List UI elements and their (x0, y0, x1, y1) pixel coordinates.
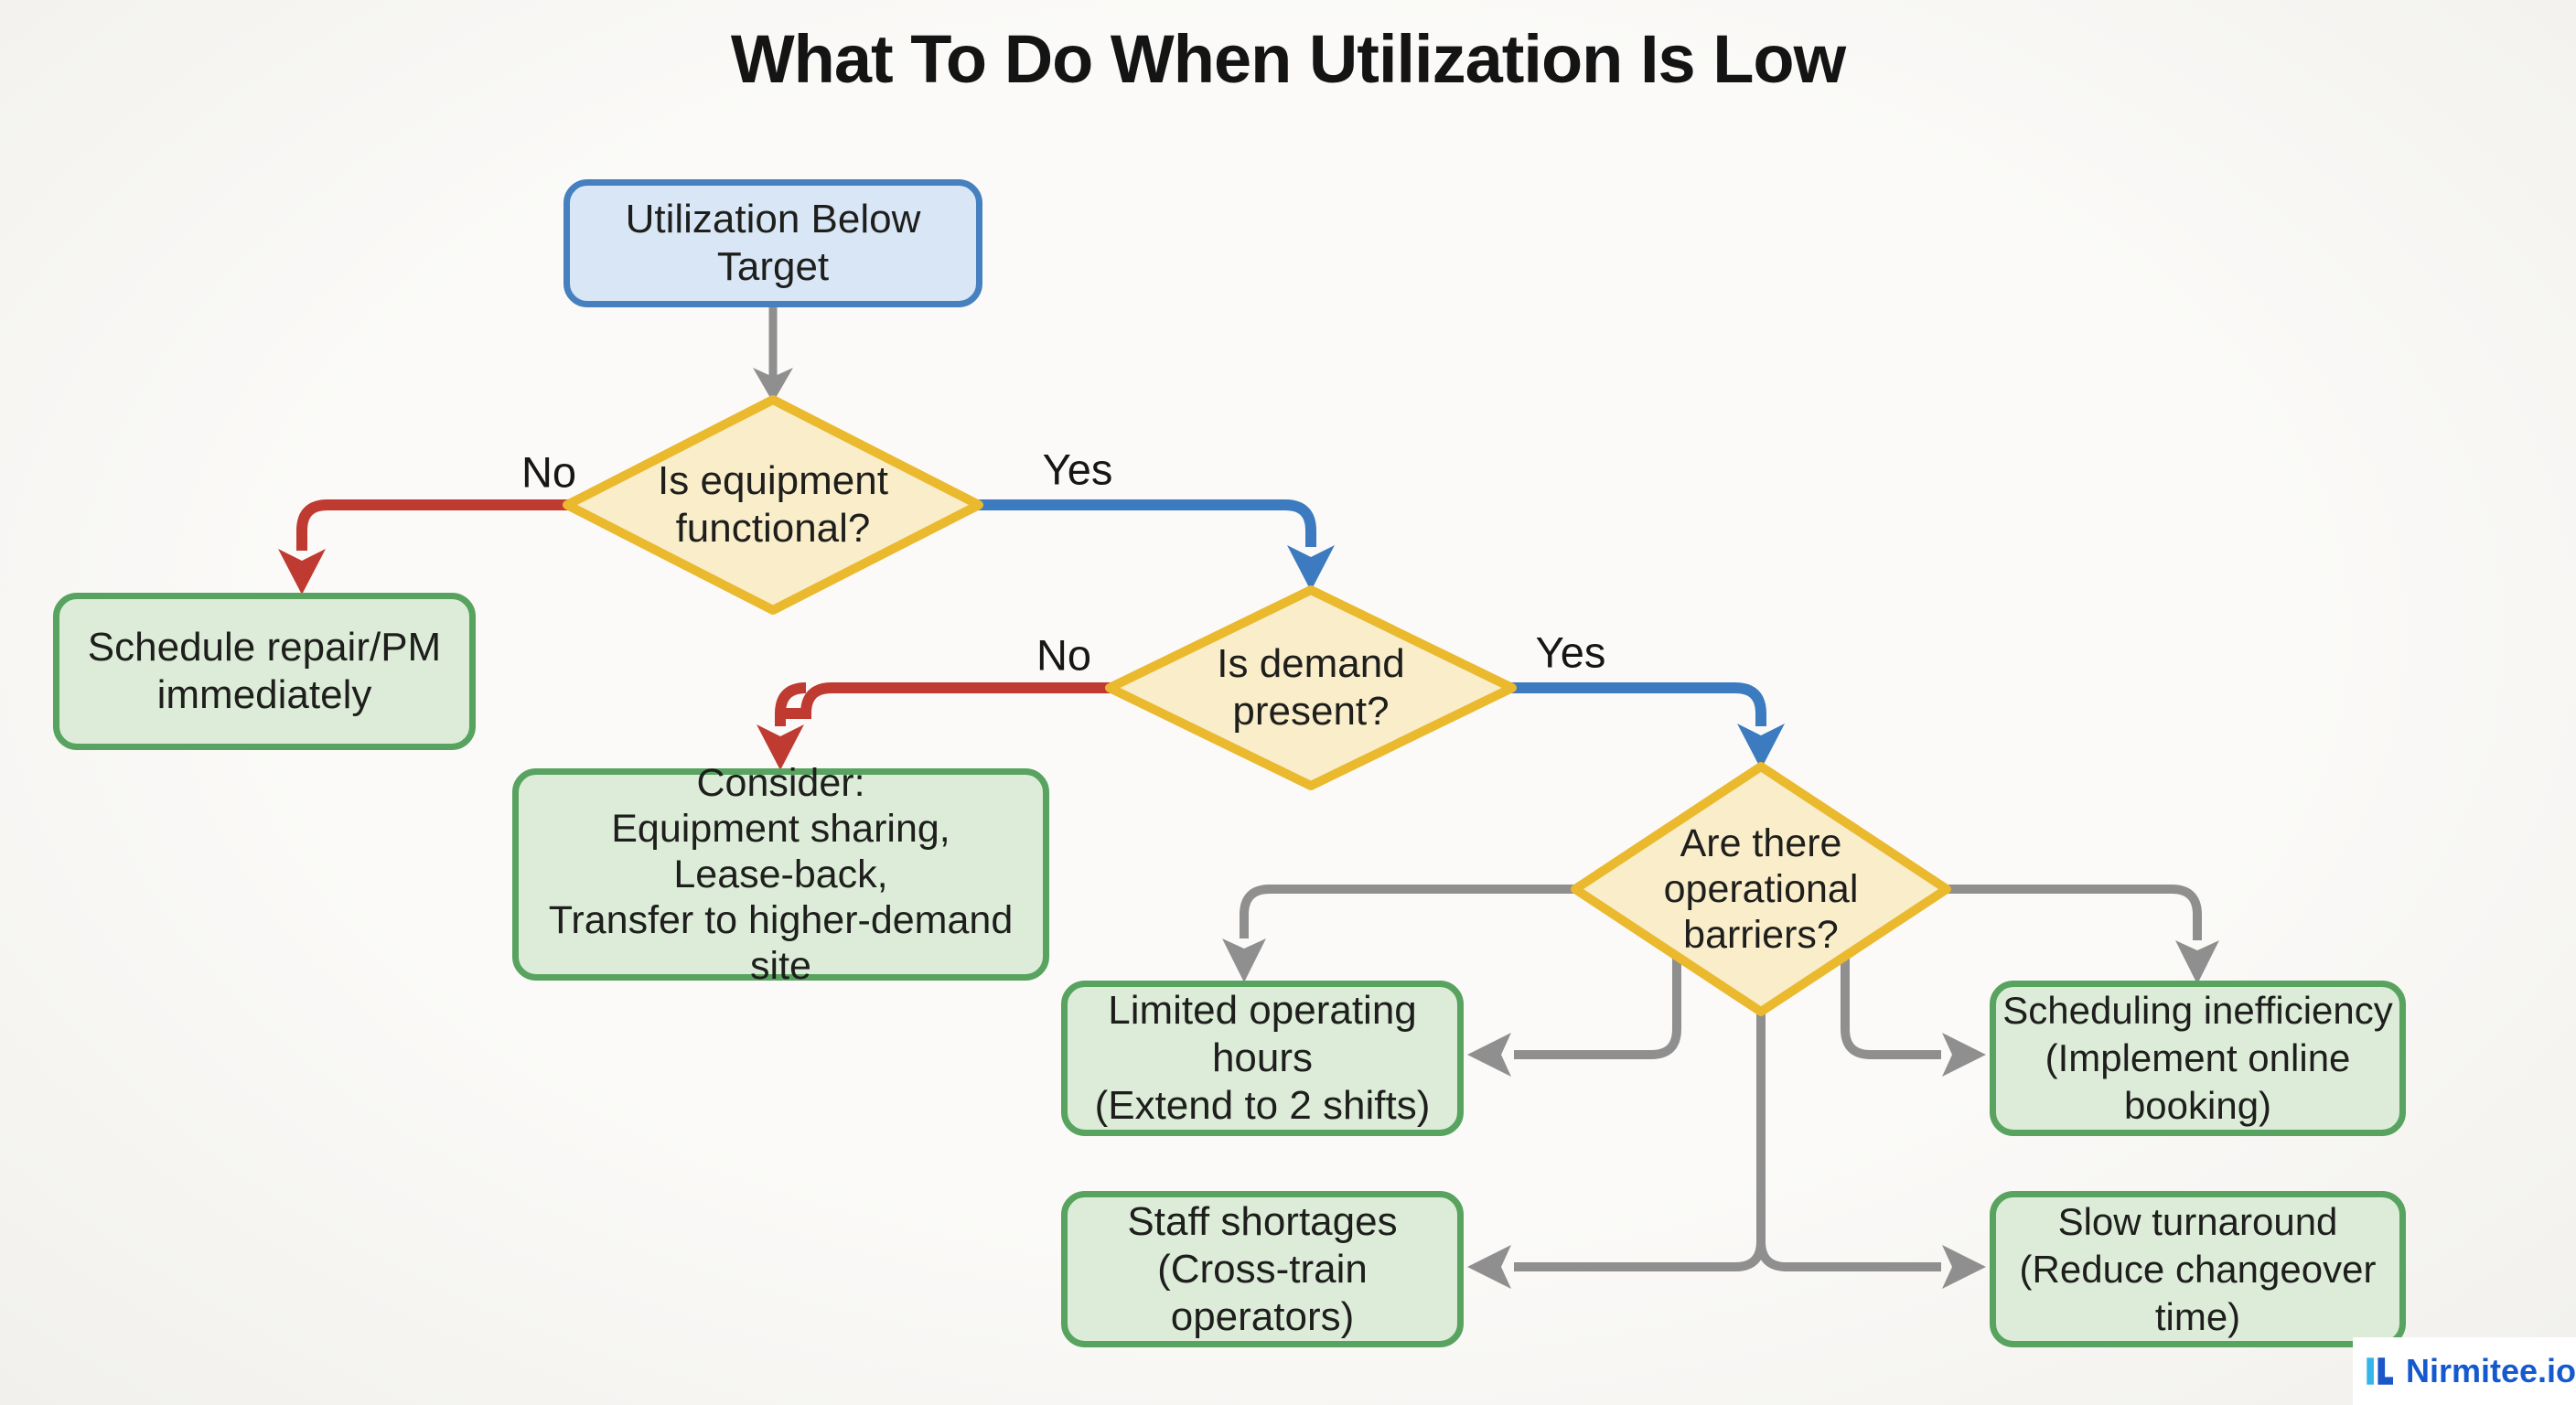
edge-label-decision1-no: No (521, 447, 577, 497)
action-scheduling-line2: (Implement online booking) (2045, 1036, 2351, 1127)
decision2-line2: present? (1232, 689, 1390, 734)
action-consider-line2: Equipment sharing, (611, 807, 950, 851)
decision3-diamond (1571, 762, 1951, 1016)
decision3-branch-turnaround (1756, 1153, 1941, 1271)
edge-label-decision2-no: No (1036, 630, 1092, 680)
decision3-branch-hours-side-arrowhead (1467, 1033, 1511, 1077)
decision1-diamond (563, 395, 983, 615)
decision3-branch-turnaround-arrowhead (1942, 1245, 1986, 1289)
action-turnaround-line2: (Reduce changeover time) (2019, 1247, 2377, 1338)
decision2-no-arrow (774, 682, 1111, 726)
edge-label-decision2-yes: Yes (1535, 627, 1606, 677)
action-consider-line1: Consider: (696, 761, 865, 805)
start-node-label: Utilization Below Target (625, 197, 921, 289)
decision3-branch-staff-arrowhead (1467, 1245, 1511, 1289)
action-limited-hours-line1: Limited operating hours (1108, 988, 1417, 1080)
nirmitee-logo-icon (2367, 1357, 2394, 1385)
decision2-text: Is demand present? (1110, 590, 1512, 786)
decision2-diamond (1105, 585, 1517, 790)
start-node: Utilization Below Target (564, 179, 982, 307)
action-slow-turnaround: Slow turnaround (Reduce changeover time) (1990, 1191, 2406, 1347)
branding-name: Nirmitee.io (2405, 1352, 2576, 1389)
action-scheduling-line1: Scheduling inefficiency (2002, 989, 2393, 1032)
action-limited-hours: Limited operating hours (Extend to 2 shi… (1061, 981, 1464, 1136)
action-scheduling-inefficiency: Scheduling inefficiency (Implement onlin… (1990, 981, 2406, 1136)
action-schedule-repair-line2: immediately (156, 672, 372, 717)
decision2-yes-arrowhead (1737, 724, 1785, 769)
action-staff-line2: (Cross-train operators) (1157, 1246, 1368, 1339)
decision1-no-arrowhead (278, 549, 326, 595)
start-to-decision1-arrowhead (753, 368, 793, 402)
decision1-line1: Is equipment (658, 458, 888, 503)
action-consider-line4: Transfer to higher-demand site (548, 898, 1014, 988)
decision3-branch-scheduling-top-arrowhead (2175, 940, 2219, 984)
action-schedule-repair: Schedule repair/PM immediately (53, 593, 476, 750)
decision2-no-arrowhead (757, 724, 804, 770)
decision3-line2: operational (1663, 867, 1859, 911)
action-staff-line1: Staff shortages (1127, 1198, 1398, 1244)
page-title: What To Do When Utilization Is Low (730, 21, 1846, 97)
action-consider-options: Consider: Equipment sharing, Lease-back,… (512, 761, 1049, 988)
branding-strip: Nirmitee.io (2353, 1337, 2576, 1405)
decision3-branch-staff (1514, 1012, 1766, 1271)
decision1-text: Is equipment functional? (567, 400, 979, 610)
decision1-yes-arrow (977, 499, 1316, 547)
decision3-branch-hours-side (1514, 949, 1681, 1059)
decision3-branch-scheduling-top (1945, 885, 2202, 940)
edge-label-decision1-yes: Yes (1042, 445, 1113, 494)
action-consider-line3: Lease-back, (673, 853, 888, 896)
action-turnaround-line1: Slow turnaround (2057, 1199, 2338, 1243)
action-schedule-repair-line1: Schedule repair/PM (87, 625, 442, 670)
decision1-no-arrow (296, 499, 569, 551)
action-limited-hours-line2: (Extend to 2 shifts) (1094, 1083, 1431, 1128)
decision3-line1: Are there (1680, 821, 1842, 865)
decision2-line1: Is demand (1217, 641, 1405, 686)
decision3-branch-scheduling-side (1841, 949, 1941, 1059)
decision3-branch-hours-top (1240, 885, 1577, 938)
decision3-branch-hours-top-arrowhead (1222, 938, 1266, 982)
decision1-line2: functional? (675, 506, 871, 551)
decision2-yes-arrow (1510, 682, 1766, 726)
decision3-line3: barriers? (1683, 913, 1839, 957)
action-staff-shortages: Staff shortages (Cross-train operators) (1061, 1191, 1464, 1347)
decision3-text: Are there operational barriers? (1575, 767, 1947, 1012)
decision1-yes-arrowhead (1287, 545, 1335, 591)
decision3-branch-scheduling-side-arrowhead (1942, 1033, 1986, 1077)
